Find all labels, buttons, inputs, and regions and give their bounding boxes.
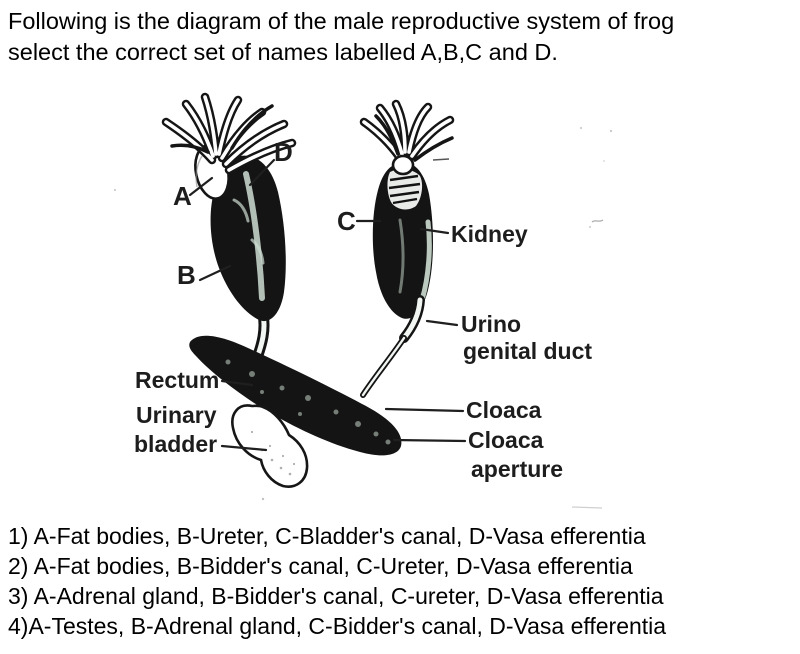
leader-line-d [248, 158, 276, 187]
option-3[interactable]: 3) A-Adrenal gland, B-Bidder's canal, C-… [8, 583, 664, 609]
frog-male-reproductive-diagram: A D B C Kidney Urino genital duct Rectum… [114, 80, 613, 509]
rectum-shape [189, 335, 402, 456]
option-1[interactable]: 1) A-Fat bodies, B-Ureter, C-Bladder's c… [8, 523, 646, 549]
leader-line-cloaca-aperture [392, 438, 467, 443]
label-urino: Urino [461, 311, 521, 337]
right-kidney-shape [372, 162, 433, 319]
label-bladder: bladder [134, 431, 217, 457]
label-b: B [177, 260, 196, 290]
label-rectum: Rectum [135, 367, 219, 393]
question-text: Following is the diagram of the male rep… [8, 6, 792, 68]
label-a: A [173, 181, 192, 211]
label-genital-duct: genital duct [463, 338, 592, 364]
vasa-efferentia-hatch-lines [388, 174, 421, 205]
leader-line-a [188, 176, 214, 197]
leader-line-rectum [220, 379, 254, 387]
leader-line-cloaca [384, 407, 465, 413]
answer-options: 1) A-Fat bodies, B-Ureter, C-Bladder's c… [8, 521, 792, 641]
rectum-texture [225, 359, 391, 445]
label-cloaca-aperture-2: aperture [471, 456, 563, 482]
right-fat-bodies-shape [364, 104, 452, 176]
urinary-bladder-shape [231, 404, 309, 488]
option-2[interactable]: 2) A-Fat bodies, B-Bidder's canal, C-Ure… [8, 553, 633, 579]
label-kidney: Kidney [451, 221, 528, 247]
left-fat-bodies-shape [166, 97, 292, 170]
urinogenital-duct-shape [360, 295, 425, 398]
leader-line-kidney [419, 227, 450, 235]
left-kidney-shape [210, 155, 286, 322]
label-c: C [337, 206, 356, 236]
question-line-1: Following is the diagram of the male rep… [8, 8, 675, 34]
leader-line-urinogenital-duct [425, 319, 459, 327]
label-d: D [274, 137, 293, 167]
leader-line-urinary-bladder [220, 444, 268, 452]
question-line-2: select the correct set of names labelled… [8, 39, 558, 65]
scan-specks [114, 127, 613, 509]
label-urinary: Urinary [136, 402, 217, 428]
small-dash-mark [432, 158, 450, 161]
leader-line-b [198, 264, 232, 282]
label-cloaca-aperture-1: Cloaca [468, 427, 544, 453]
option-4[interactable]: 4)A-Testes, B-Adrenal gland, C-Bidder's … [8, 613, 667, 639]
label-cloaca: Cloaca [466, 397, 542, 423]
